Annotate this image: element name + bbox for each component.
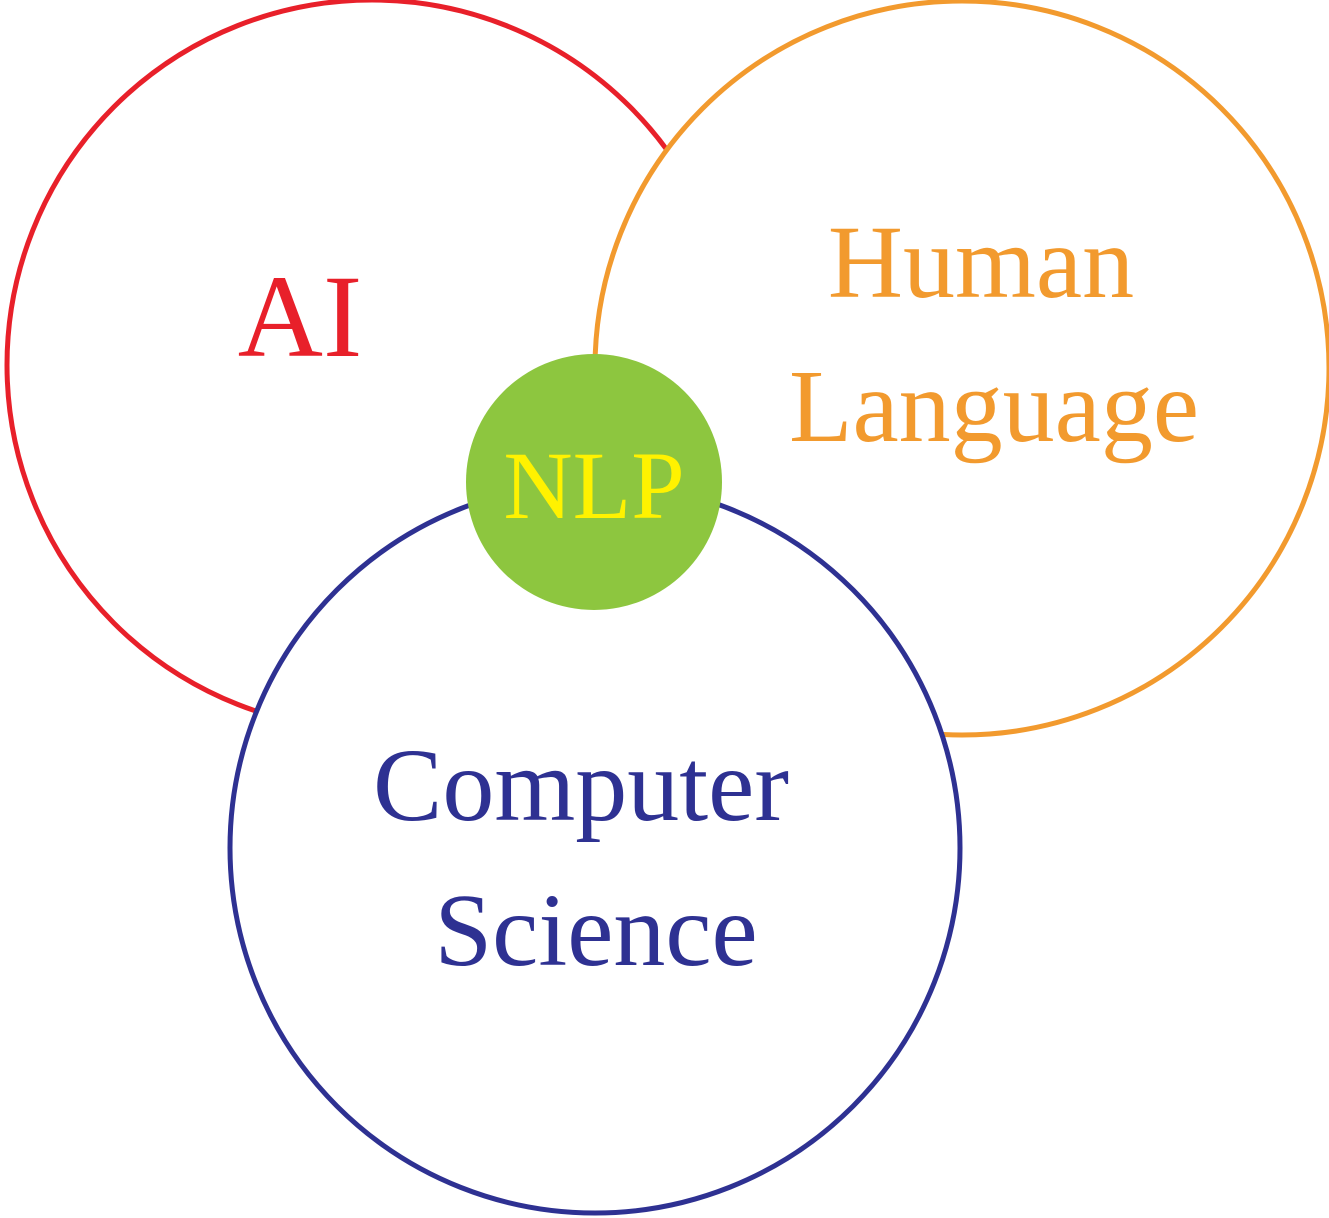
- ai-label: AI: [238, 251, 363, 382]
- nlp-circle: [466, 354, 722, 610]
- human-language-label: Human Language: [789, 205, 1199, 464]
- computer-science-label: Computer Science: [373, 728, 815, 988]
- human-language-label-line-2: Language: [789, 349, 1199, 464]
- computer-science-label-line-2: Science: [434, 873, 757, 988]
- human-language-label-line-1: Human: [828, 205, 1134, 320]
- nlp-label-text: NLP: [503, 432, 684, 539]
- ai-label-line: AI: [238, 251, 363, 382]
- nlp-label: NLP: [503, 432, 684, 539]
- computer-science-label-line-1: Computer: [373, 728, 789, 843]
